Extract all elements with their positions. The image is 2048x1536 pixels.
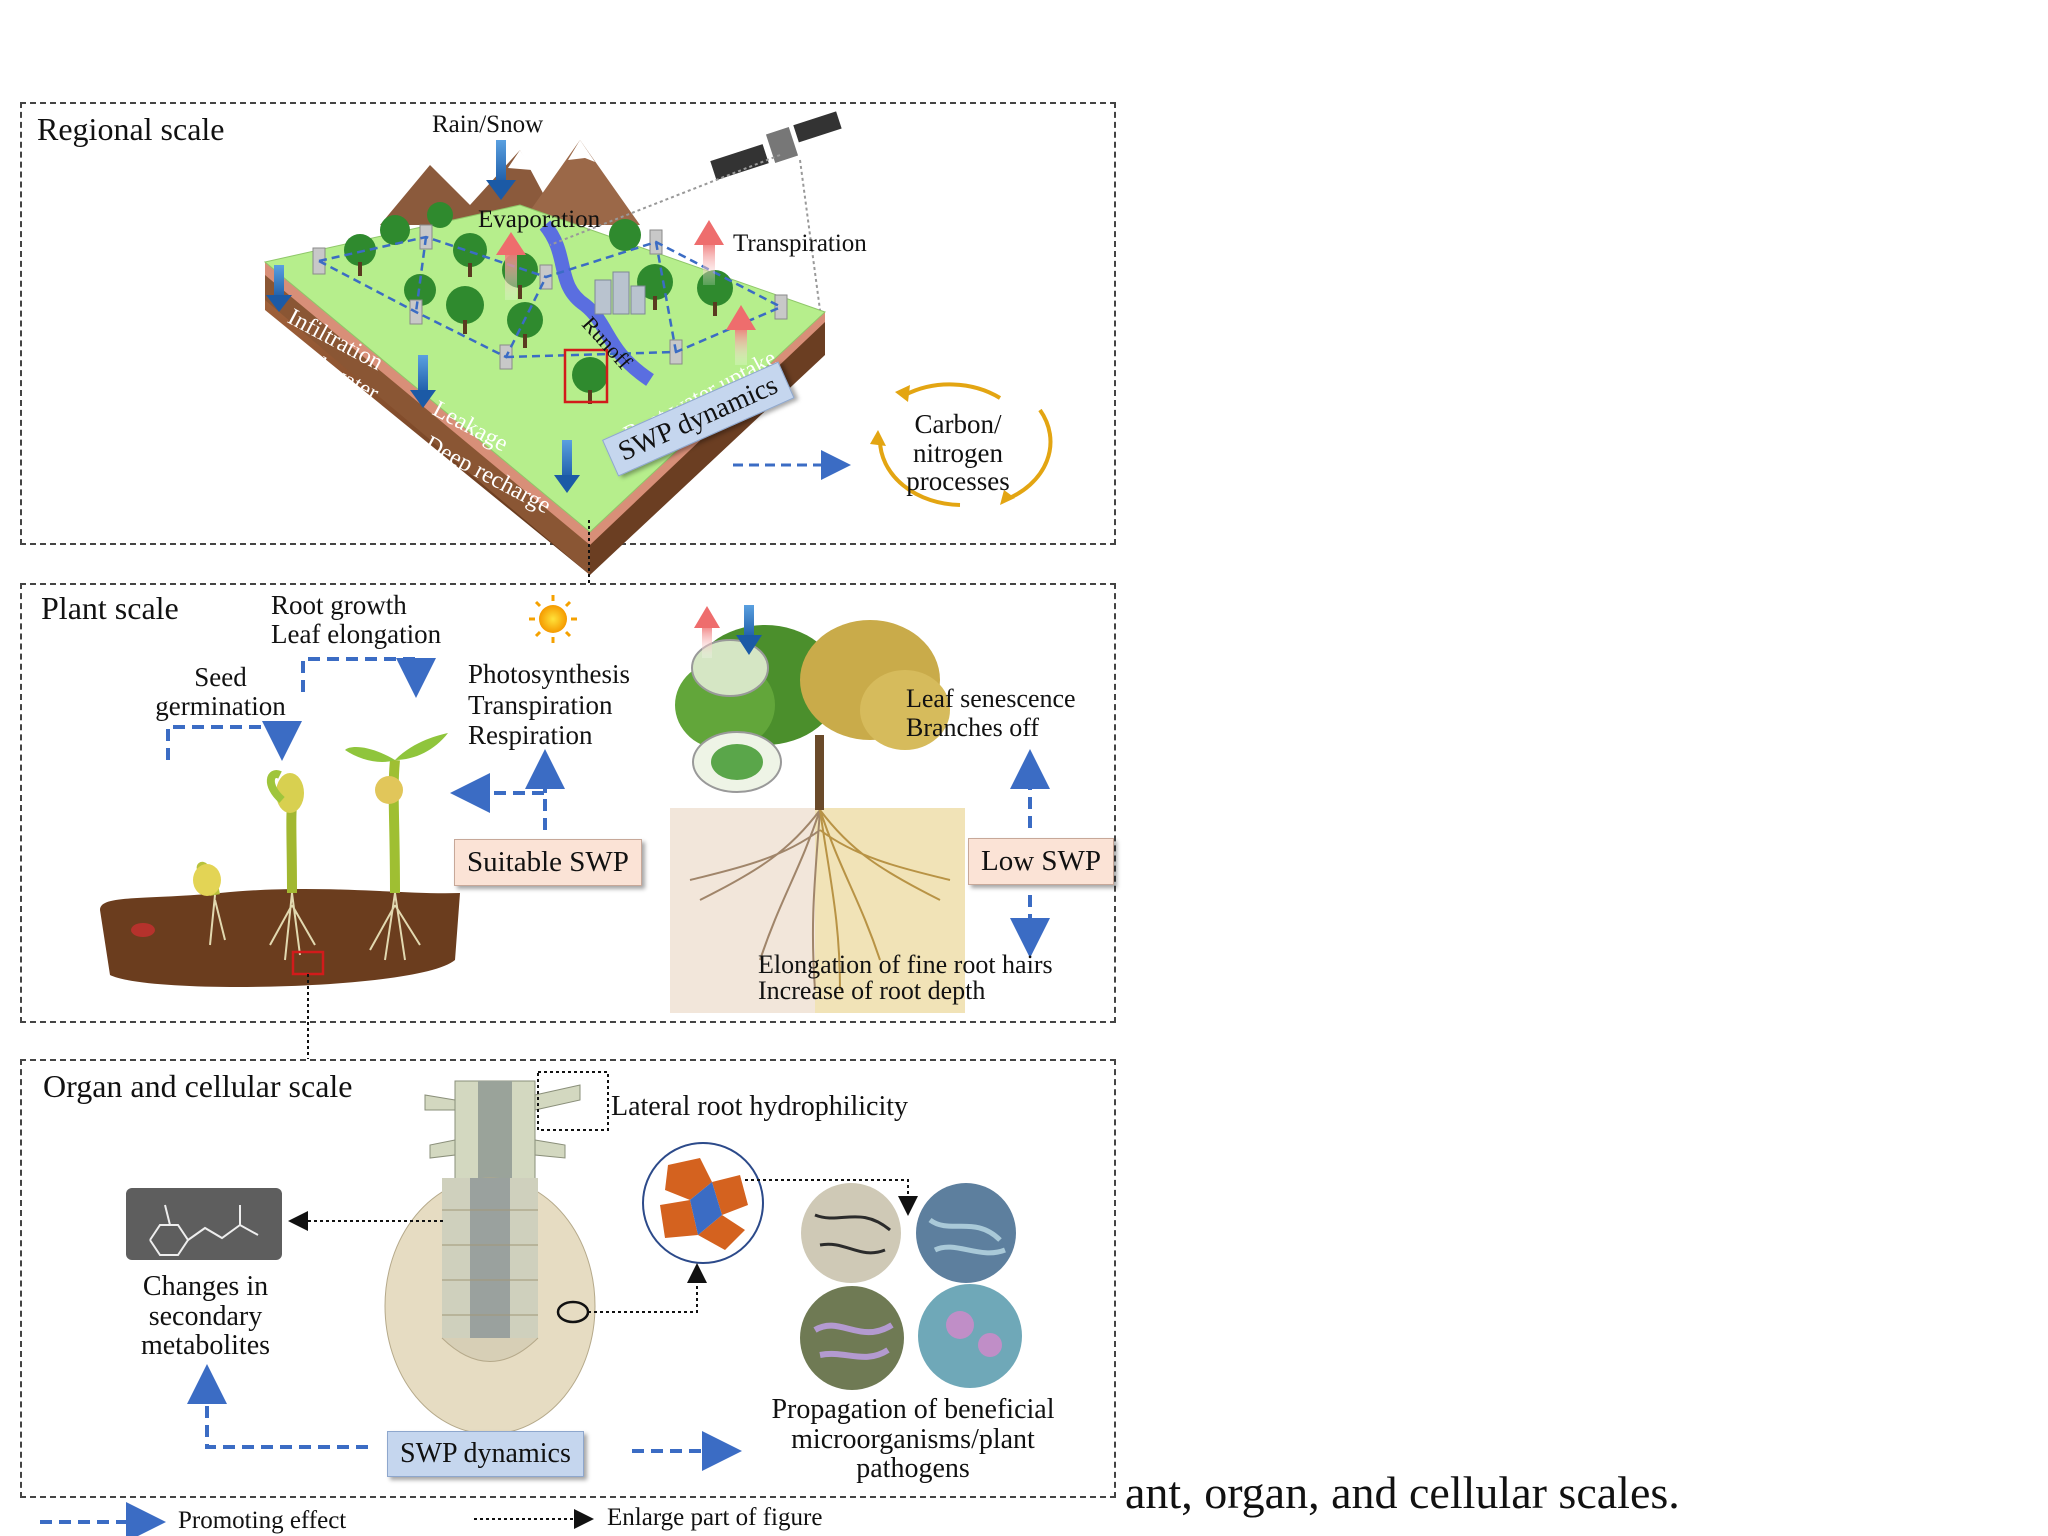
- regional-scale-title: Regional scale: [37, 111, 225, 147]
- seed-line: Seed: [194, 662, 247, 692]
- figure-caption-fragment: ant, organ, and cellular scales.: [1125, 1467, 1680, 1518]
- secondary-metabolites-label: Changes in secondary metabolites: [113, 1272, 298, 1361]
- suitable-swp-box: Suitable SWP: [454, 839, 642, 886]
- nitrogen-line: nitrogen: [913, 437, 1003, 468]
- metabolites-line: metabolites: [140, 1330, 271, 1362]
- secondary-line: secondary: [148, 1300, 263, 1332]
- city-buildings: [594, 271, 646, 315]
- seed-germination-label: Seed germination: [138, 663, 303, 720]
- root-growth-label: Root growth: [271, 590, 407, 620]
- leaf-elongation-label: Leaf elongation: [271, 619, 442, 649]
- chemical-structure-icon: [126, 1188, 282, 1260]
- processes-line: processes: [906, 466, 1010, 497]
- transpiration-plant-label: Transpiration: [468, 690, 613, 720]
- tree-comparison: [670, 605, 965, 1013]
- legend-enlarge-label: Enlarge part of figure: [607, 1504, 823, 1531]
- carbon-line: Carbon/: [914, 409, 1002, 439]
- satellite-icon: [710, 111, 842, 181]
- carbon-nitrogen-label: Carbon/ nitrogen processes: [898, 410, 1018, 496]
- lateral-exchange-network: [318, 235, 782, 359]
- root-depth-label: Increase of root depth: [758, 976, 986, 1005]
- soil-aggregate-icon: [642, 1142, 764, 1264]
- organ-swp-dynamics-box: SWP dynamics: [387, 1431, 584, 1477]
- root-tip-diagram: [384, 1177, 596, 1435]
- rain-snow-label: Rain/Snow: [432, 111, 544, 138]
- organ-scale-title: Organ and cellular scale: [43, 1068, 353, 1104]
- lateral-root-diagram: [424, 1080, 581, 1182]
- changes-in-line: Changes in: [142, 1271, 269, 1302]
- legend-promoting-label: Promoting effect: [178, 1507, 347, 1534]
- seedling-soil: [100, 888, 460, 987]
- seedling-roots: [209, 892, 421, 961]
- low-swp-box: Low SWP: [968, 838, 1115, 885]
- transpiration-label: Transpiration: [733, 230, 867, 257]
- branches-off-label: Branches off: [906, 713, 1040, 742]
- microorganisms-label: Propagation of beneficial microorganisms…: [738, 1395, 1088, 1484]
- satellite-observation-lines: [549, 154, 821, 311]
- photosynthesis-label: Photosynthesis: [468, 659, 631, 689]
- pathogens-line: pathogens: [856, 1453, 970, 1485]
- river: [539, 220, 654, 386]
- germination-line: germination: [155, 690, 286, 721]
- seed-icon: [131, 923, 155, 937]
- fine-root-hairs-label: Elongation of fine root hairs: [758, 950, 1053, 979]
- microorganism-images: [800, 1183, 1022, 1390]
- evaporation-label: Evaporation: [478, 206, 601, 233]
- respiration-label: Respiration: [468, 720, 593, 750]
- plant-scale-title: Plant scale: [41, 590, 179, 626]
- plant-promoting-arrows: [166, 657, 1050, 958]
- enlarge-arrows: [288, 1179, 918, 1313]
- plant-scale-panel: [20, 583, 1116, 1023]
- mountain: [520, 140, 640, 225]
- enlarge-tree-box: [563, 348, 609, 404]
- organ-cellular-scale-panel: [20, 1059, 1116, 1498]
- organ-promoting-arrows: [187, 1364, 742, 1471]
- sun-icon: [529, 595, 577, 643]
- lateral-root-hydrophilicity-label: Lateral root hydrophilicity: [611, 1091, 909, 1122]
- carbon-nitrogen-cycle-icon: [878, 382, 1053, 507]
- propagation-line: Propagation of beneficial: [771, 1394, 1055, 1425]
- seedlings: [193, 733, 448, 896]
- microorganisms-line: microorganisms/plant: [791, 1423, 1035, 1455]
- leaf-senescence-label: Leaf senescence: [906, 684, 1076, 713]
- regional-flux-arrows: [266, 140, 756, 493]
- enlarge-lateral-root-box: [537, 1071, 609, 1131]
